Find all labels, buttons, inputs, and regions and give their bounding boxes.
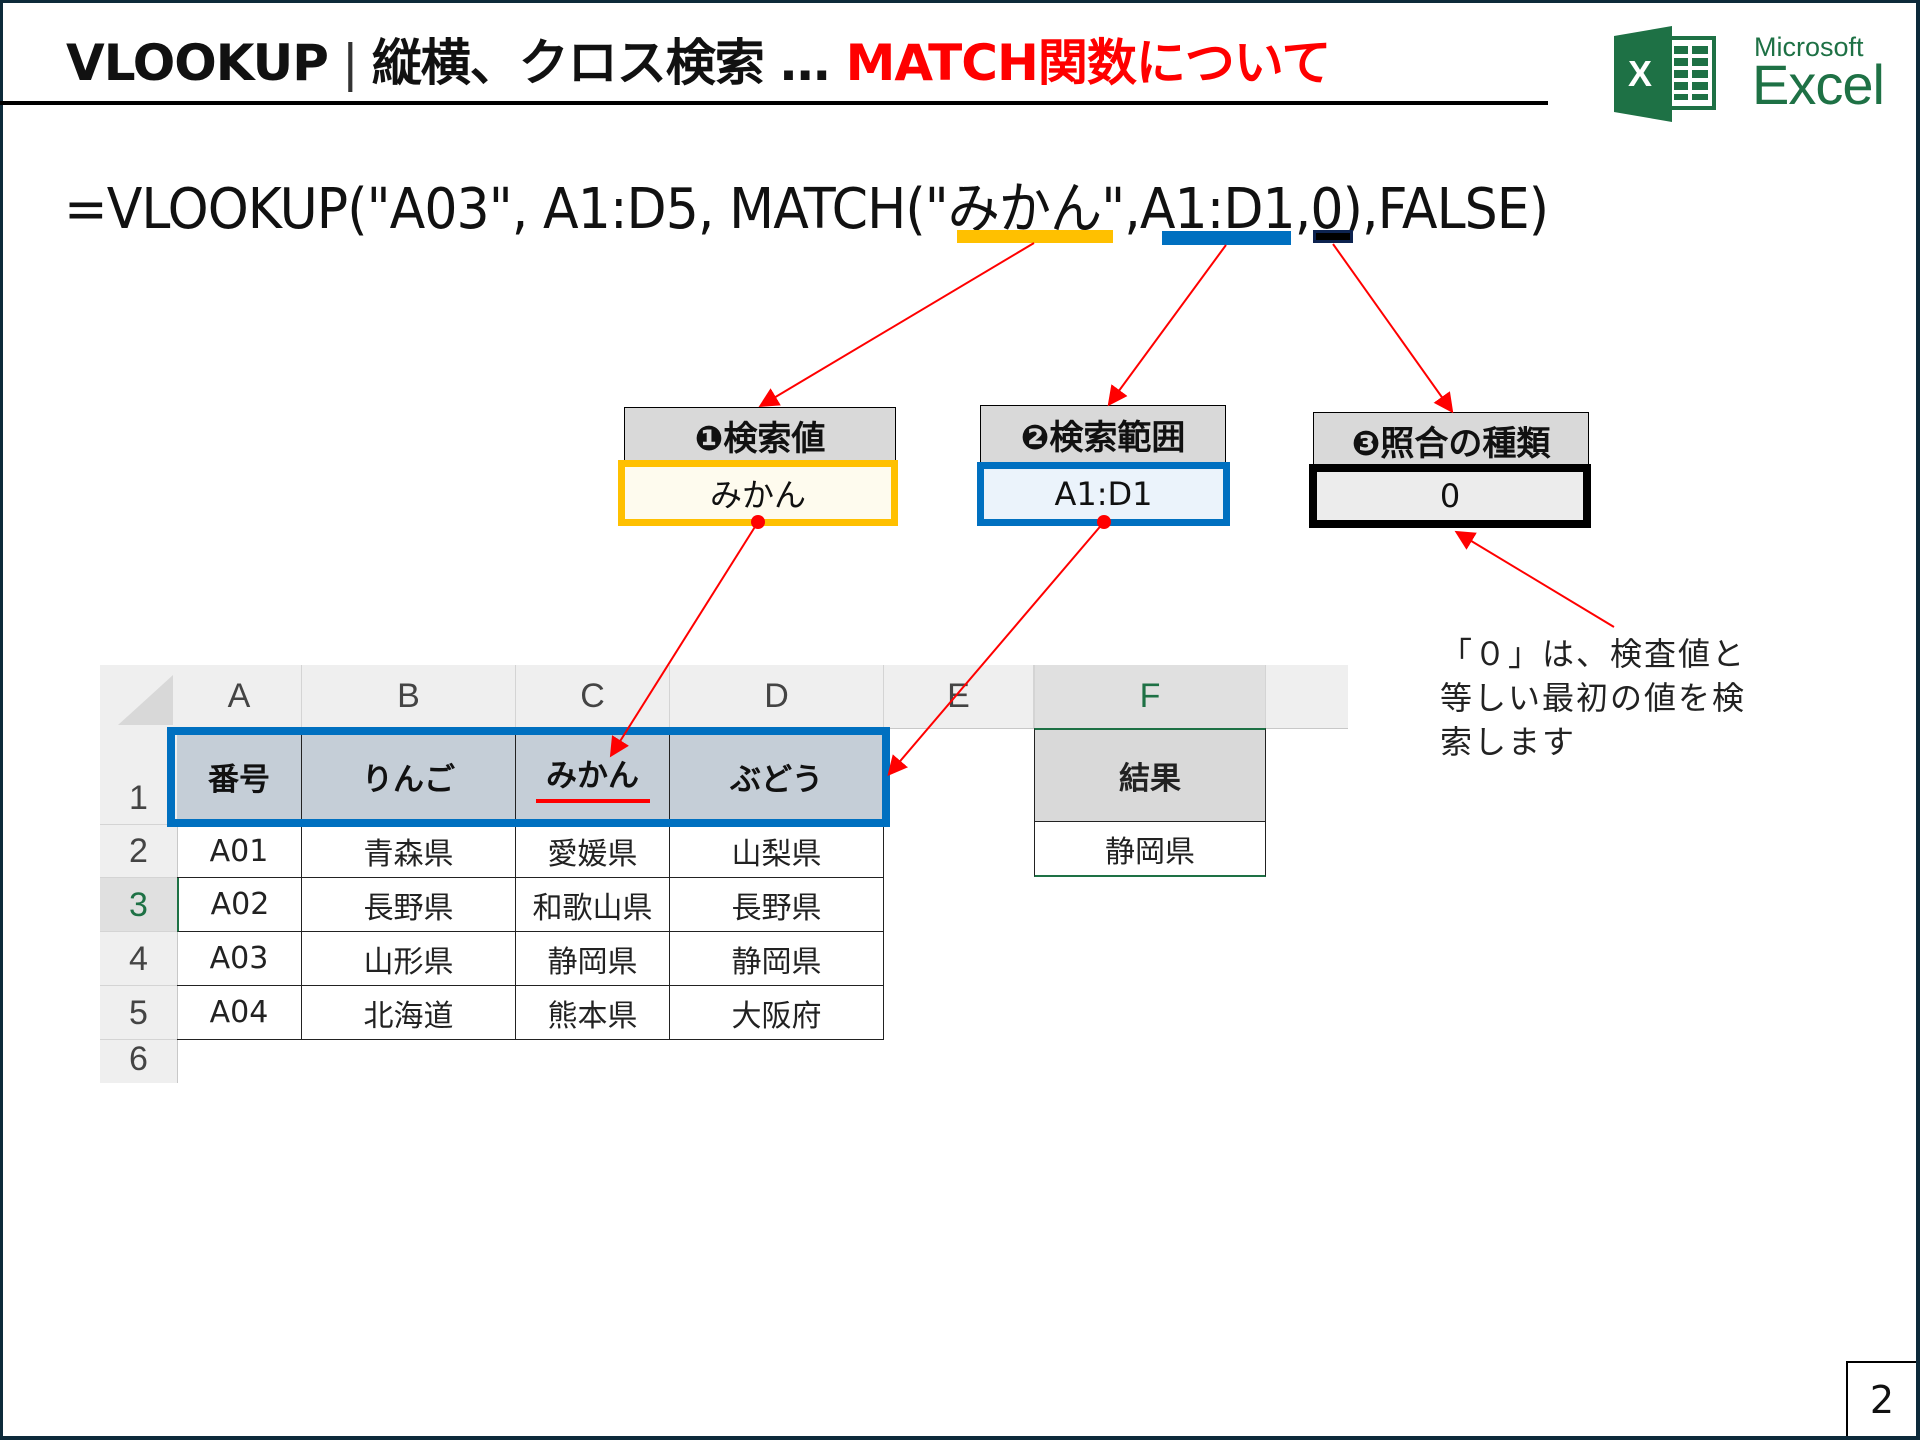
cell-a1[interactable]: 番号 bbox=[177, 728, 302, 825]
excel-logo: X Microsoft Excel bbox=[1610, 24, 1890, 124]
match-type-note: 「０」は、検査値と 等しい最初の値を検 索します bbox=[1440, 632, 1780, 764]
row-header-1[interactable]: 1 bbox=[100, 728, 177, 825]
cell-a4[interactable]: A03 bbox=[177, 932, 302, 986]
formula-suffix: ),FALSE) bbox=[1342, 177, 1549, 242]
cell-c1-text: みかん bbox=[546, 757, 639, 794]
cell-b5[interactable]: 北海道 bbox=[302, 986, 516, 1040]
excel-logo-icon: X bbox=[1614, 26, 1716, 122]
column-header-e[interactable]: E bbox=[884, 665, 1034, 728]
cell-a3[interactable]: A02 bbox=[177, 878, 302, 932]
formula-mid2: , bbox=[1294, 177, 1312, 242]
column-header-a[interactable]: A bbox=[177, 665, 302, 728]
column-header-d[interactable]: D bbox=[670, 665, 884, 728]
cell-d5[interactable]: 大阪府 bbox=[670, 986, 884, 1040]
note-line-1: 「０」は、検査値と bbox=[1440, 635, 1747, 673]
spreadsheet: A B C D E F 1 2 3 4 5 6 番号 りんご みかん ぶどう A… bbox=[100, 665, 1350, 1085]
label-lookup-value-box: みかん bbox=[618, 460, 898, 526]
formula-prefix: =VLOOKUP("A03", A1:D5, MATCH(" bbox=[64, 177, 949, 242]
cell-c2[interactable]: 愛媛県 bbox=[516, 825, 670, 878]
cell-a2[interactable]: A01 bbox=[177, 825, 302, 878]
label-lookup-range-box: A1:D1 bbox=[977, 462, 1230, 526]
arrow-formula-to-lookup-value bbox=[758, 242, 1035, 408]
column-header-f[interactable]: F bbox=[1034, 665, 1266, 728]
page-title: VLOOKUP|縦横、クロス検索 … MATCH関数について bbox=[66, 28, 1332, 98]
title-subject: 縦横、クロス検索 … bbox=[371, 34, 830, 92]
logo-microsoft-text: Microsoft bbox=[1754, 32, 1864, 62]
label-match-type-title: ❸照合の種類 bbox=[1313, 412, 1589, 468]
cell-d2[interactable]: 山梨県 bbox=[670, 825, 884, 878]
row-header-5[interactable]: 5 bbox=[100, 986, 177, 1040]
match-type-underline bbox=[1313, 230, 1353, 243]
title-vlookup: VLOOKUP bbox=[66, 34, 329, 92]
cell-f2-result-value[interactable]: 静岡県 bbox=[1034, 822, 1266, 877]
formula-text: =VLOOKUP("A03", A1:D5, MATCH("みかん",A1:D1… bbox=[64, 164, 1549, 245]
lookup-range-underline bbox=[1162, 231, 1291, 245]
note-line-2: 等しい最初の値を検 bbox=[1440, 679, 1747, 717]
note-line-3: 索します bbox=[1440, 723, 1577, 761]
select-all-corner[interactable] bbox=[118, 675, 173, 725]
label-lookup-range-title: ❷検索範囲 bbox=[980, 405, 1226, 463]
logo-excel-text: Excel bbox=[1752, 53, 1885, 116]
cell-b4[interactable]: 山形県 bbox=[302, 932, 516, 986]
cell-d3[interactable]: 長野県 bbox=[670, 878, 884, 932]
column-header-b[interactable]: B bbox=[302, 665, 516, 728]
title-highlight: MATCH関数について bbox=[845, 34, 1332, 92]
lookup-value-underline bbox=[957, 230, 1113, 243]
cell-c3[interactable]: 和歌山県 bbox=[516, 878, 670, 932]
label-lookup-value-title: ❶検索値 bbox=[624, 407, 896, 463]
arrow-note-to-match-type bbox=[1454, 530, 1615, 628]
row-header-2[interactable]: 2 bbox=[100, 825, 177, 878]
title-underline bbox=[0, 101, 1548, 105]
row-header-6[interactable]: 6 bbox=[129, 1040, 148, 1078]
cell-c5[interactable]: 熊本県 bbox=[516, 986, 670, 1040]
row-header-3[interactable]: 3 bbox=[100, 878, 177, 932]
lookup-range-highlight bbox=[167, 727, 890, 827]
row-header-4[interactable]: 4 bbox=[100, 932, 177, 986]
column-header-c[interactable]: C bbox=[516, 665, 670, 728]
cell-b3[interactable]: 長野県 bbox=[302, 878, 516, 932]
title-separator: | bbox=[341, 34, 359, 92]
cell-c4[interactable]: 静岡県 bbox=[516, 932, 670, 986]
cell-d4[interactable]: 静岡県 bbox=[670, 932, 884, 986]
arrow-formula-to-match-type bbox=[1332, 243, 1454, 414]
label-match-type-box: 0 bbox=[1309, 464, 1591, 528]
svg-text:X: X bbox=[1628, 53, 1652, 94]
arrow-formula-to-lookup-range bbox=[1107, 244, 1227, 407]
cell-f1-result-header[interactable]: 結果 bbox=[1034, 728, 1266, 822]
cell-c1-red-underline bbox=[535, 798, 650, 803]
cell-b2[interactable]: 青森県 bbox=[302, 825, 516, 878]
cell-a5[interactable]: A04 bbox=[177, 986, 302, 1040]
page-number: 2 bbox=[1846, 1361, 1916, 1436]
